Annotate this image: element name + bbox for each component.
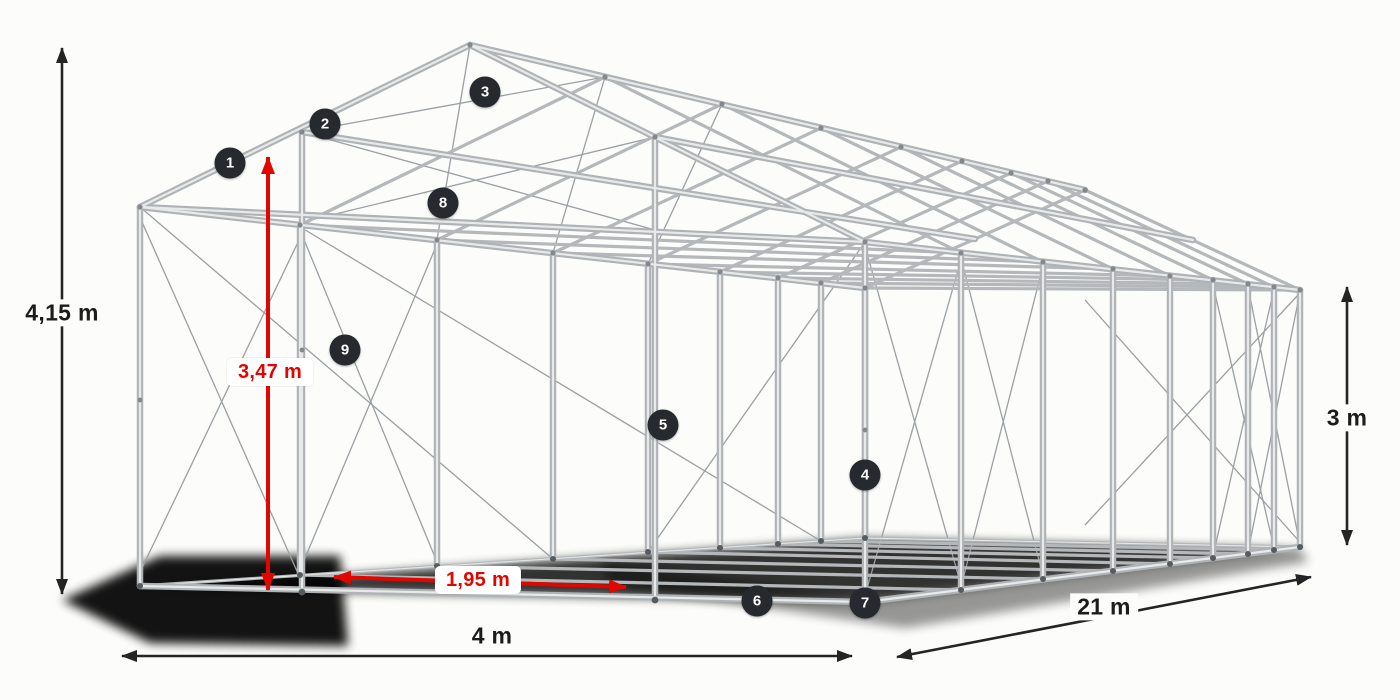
total-height-label: 4,15 m	[18, 299, 106, 327]
part-badge-3[interactable]: 3	[469, 76, 501, 108]
part-badge-6[interactable]: 6	[741, 585, 773, 617]
clear-height-label: 3,47 m	[226, 358, 314, 386]
part-badge-4[interactable]: 4	[849, 459, 881, 491]
part-badge-8[interactable]: 8	[427, 187, 459, 219]
part-badge-2[interactable]: 2	[309, 108, 341, 140]
side-height-label: 3 m	[1319, 404, 1375, 432]
part-badge-7[interactable]: 7	[849, 587, 881, 619]
part-badge-5[interactable]: 5	[647, 409, 679, 441]
bay-width-label: 1,95 m	[434, 566, 522, 594]
part-badge-9[interactable]: 9	[329, 334, 361, 366]
part-badge-1[interactable]: 1	[214, 147, 246, 179]
length-label: 21 m	[1070, 593, 1138, 621]
width-label: 4 m	[464, 622, 520, 650]
